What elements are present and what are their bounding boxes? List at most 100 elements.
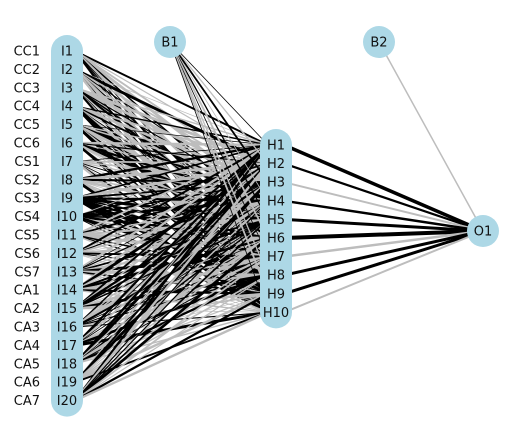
hidden-node-h7: H7 [267,250,285,265]
edge-I20-H2 [74,162,269,402]
input-variable-label: CC1 [14,45,40,60]
edge-B2-O1 [378,41,484,232]
input-node-i4: I4 [61,100,73,115]
input-variable-label: CC6 [14,137,40,152]
hidden-node-h9: H9 [267,287,285,302]
input-variable-label: CC4 [14,100,40,115]
bias-node-b2-circle [363,26,395,58]
hidden-node-h4: H4 [267,194,285,209]
edge-I13-H1 [74,144,269,273]
input-node-i16: I16 [57,321,77,336]
hidden-node-h6: H6 [267,232,285,247]
input-node-i19: I19 [57,376,77,391]
bias-node-b1: B1 [161,36,178,51]
input-variable-label: CS6 [14,247,40,262]
input-layer-background [51,35,83,417]
edge-H8-O1 [283,229,484,277]
input-node-i3: I3 [61,81,73,96]
edge-B1-H3 [169,41,269,183]
input-node-i14: I14 [57,284,77,299]
input-variable-label: CA7 [14,394,40,409]
input-variable-label: CS2 [14,173,40,188]
edge-I1-H1 [74,50,269,146]
edge-I20-H10 [74,311,269,402]
input-node-i20: I20 [57,394,77,409]
edge-I20-H1 [74,144,269,402]
edge-B1-H1 [169,41,269,146]
edge-B1-H2 [169,41,269,165]
edge-H7-O1 [283,229,484,258]
edge-I19-H1 [74,144,269,383]
input-variable-label: CC3 [14,81,40,96]
edge-H6-O1 [283,229,484,240]
input-variable-label: CC2 [14,63,40,78]
input-node-i10: I10 [57,210,77,225]
hidden-node-h10: H10 [263,306,289,321]
edge-I20-H8 [74,274,269,402]
input-variable-label: CS7 [14,265,40,280]
input-node-i8: I8 [61,173,73,188]
hidden-node-h2: H2 [267,157,285,172]
edge-I10-H1 [74,144,269,217]
edge-H9-O1 [283,229,484,296]
connection-layer [73,41,484,402]
input-node-i1: I1 [61,45,73,60]
input-variable-label: CS5 [14,229,40,244]
output-node-o1-circle [467,215,499,247]
edge-I4-H1 [74,105,269,146]
edge-I8-H1 [74,143,269,181]
input-variable-label: CA5 [14,357,40,372]
input-variable-label: CS3 [14,192,40,207]
edge-I2-H1 [74,69,269,146]
hidden-layer-background [260,129,292,329]
input-node-i15: I15 [57,302,77,317]
edge-H3-O1 [283,181,484,232]
input-variable-label: CC5 [14,118,40,133]
edge-I20-H5 [74,218,269,402]
input-node-i13: I13 [57,265,77,280]
edge-H10-O1 [283,230,484,314]
edge-B1-H8 [169,41,269,276]
label-layer: I1CC1I2CC2I3CC3I4CC4I5CC5I6CC6I7CS1I8CS2… [14,36,493,410]
edge-B1-H4 [169,41,269,202]
input-node-i5: I5 [61,118,73,133]
hidden-node-h8: H8 [267,269,285,284]
hidden-layer-bar [260,129,292,329]
edge-I20-H4 [74,200,269,402]
input-node-i12: I12 [57,247,77,262]
input-layer-bar [51,35,83,417]
input-node-i2: I2 [61,63,73,78]
edge-B1-H6 [169,41,269,239]
edge-H1-O1 [283,143,484,233]
input-node-i18: I18 [57,357,77,372]
edge-B1-H10 [169,41,269,313]
input-variable-label: CA3 [14,321,40,336]
input-variable-label: CA4 [14,339,40,354]
input-variable-label: CS4 [14,210,40,225]
hidden-node-h1: H1 [267,139,285,154]
edge-I5-H1 [74,124,269,146]
edge-H5-O1 [283,217,484,233]
edge-I18-H1 [74,144,269,365]
edge-I12-H1 [74,144,269,255]
input-node-i6: I6 [61,137,73,152]
edge-I20-H6 [74,236,269,402]
edge-B1-H7 [169,41,269,257]
input-node-i11: I11 [57,229,77,244]
bias-node-b2: B2 [370,36,387,51]
edge-I7-H1 [74,144,269,162]
input-variable-label: CA1 [14,284,40,299]
edge-H4-O1 [283,199,484,233]
output-node-o1: O1 [474,225,493,240]
edge-I20-H7 [74,255,269,402]
input-node-i17: I17 [57,339,77,354]
hidden-node-h3: H3 [267,176,285,191]
input-variable-label: CA6 [14,376,40,391]
input-node-i7: I7 [61,155,73,170]
edge-I9-H1 [74,144,269,199]
edge-H2-O1 [283,162,484,233]
edge-I14-H1 [74,144,269,292]
edge-I20-H3 [74,181,269,401]
input-variable-label: CA2 [14,302,40,317]
